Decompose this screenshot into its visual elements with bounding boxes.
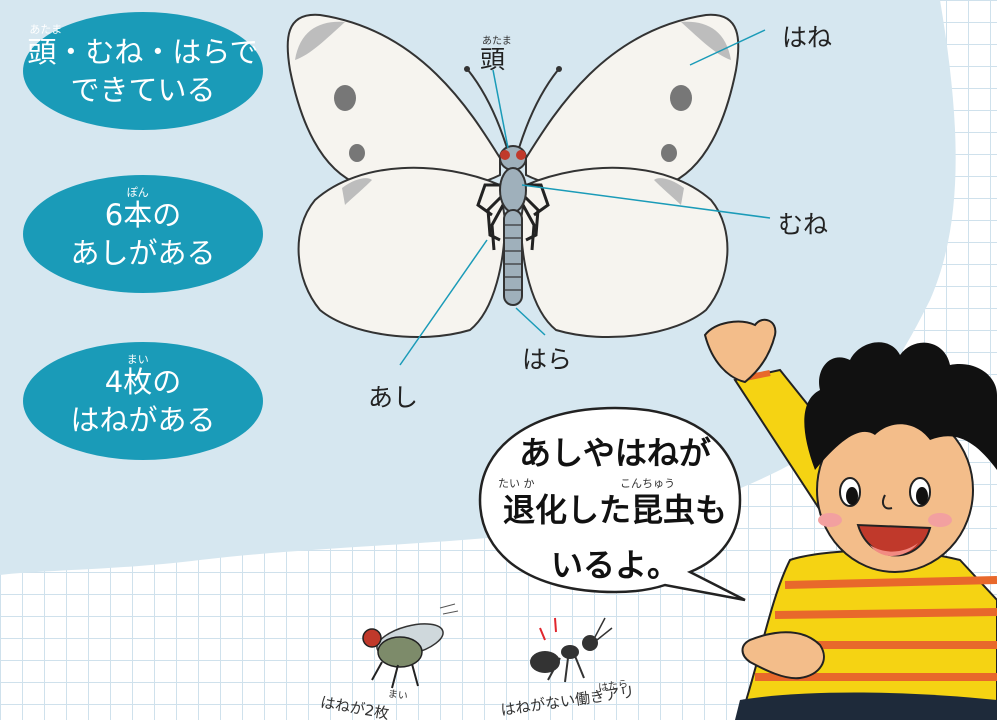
lower-right-wing bbox=[519, 166, 729, 339]
butterfly-illustration bbox=[286, 13, 740, 339]
fly-caption-ruby: まい bbox=[387, 688, 409, 703]
ruby-text: まい bbox=[126, 353, 149, 366]
ant-illustration bbox=[530, 617, 613, 683]
feature-pill-legs: ぽん 6本の あしがある bbox=[23, 175, 263, 293]
feature-pill-wings: まい 4枚の はねがある bbox=[23, 342, 263, 460]
ruby-text: あたま bbox=[29, 23, 63, 36]
leg-label: あし bbox=[368, 383, 419, 412]
fly-illustration bbox=[362, 603, 459, 689]
feature-text: あしがある bbox=[70, 236, 216, 270]
feature-text: まい 4枚の bbox=[104, 353, 182, 399]
feature-text: できている bbox=[70, 73, 216, 107]
ruby-text: ぽん bbox=[126, 186, 149, 199]
speech-bubble bbox=[478, 406, 746, 602]
lower-left-wing bbox=[297, 166, 507, 339]
feature-text: ぽん 6本の bbox=[104, 186, 182, 232]
head-label: 頭 bbox=[480, 45, 506, 74]
feature-text: あたま 頭・むね・はらで bbox=[27, 23, 259, 69]
bubble-line-3: いるよ。 bbox=[550, 546, 679, 584]
feature-text: はねがある bbox=[70, 403, 216, 437]
bubble-ruby-2: こんちゅう bbox=[620, 477, 675, 490]
thorax-label: むね bbox=[778, 210, 829, 239]
bubble-line-1: あしやはねが bbox=[519, 434, 711, 472]
abdomen-label: はら bbox=[522, 345, 573, 374]
bubble-line-2: 退化した昆虫も bbox=[502, 491, 727, 529]
feature-pill-body-parts: あたま 頭・むね・はらで できている bbox=[23, 12, 263, 130]
wing-label: はね bbox=[782, 23, 833, 52]
boy-character bbox=[703, 318, 997, 720]
leader-lines bbox=[399, 29, 771, 366]
head-label-ruby: あたま bbox=[482, 36, 512, 47]
bubble-ruby-1: たい か bbox=[498, 477, 535, 490]
